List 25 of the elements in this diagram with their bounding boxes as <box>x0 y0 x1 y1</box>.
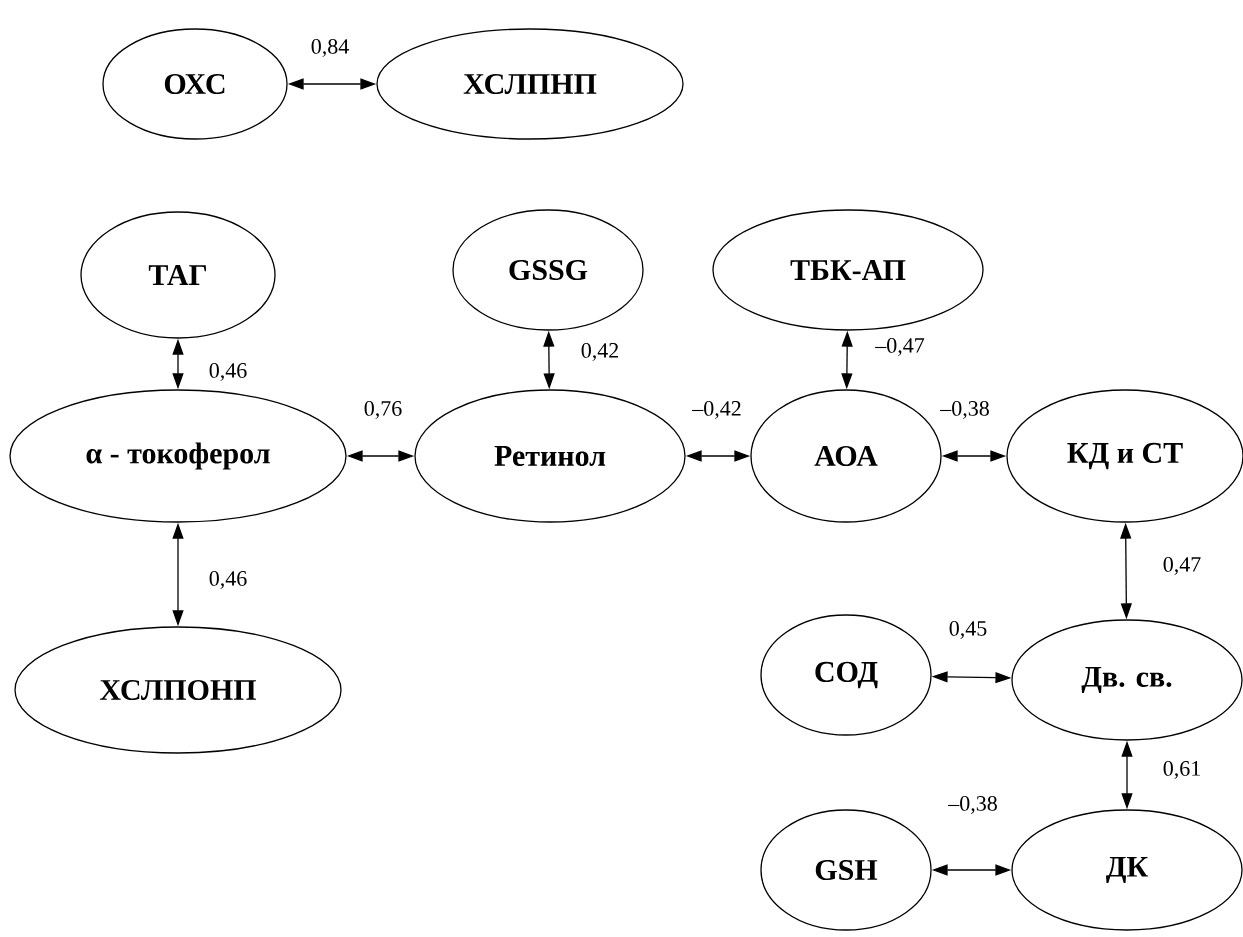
ellipse-node: ХСЛПНП <box>376 28 684 140</box>
ellipse-node: ТАГ <box>80 211 276 339</box>
edge-label: –0,42 <box>691 400 743 420</box>
ellipse-node: ХСЛПОНП <box>14 626 342 754</box>
ellipse-node: α - токоферол <box>9 389 347 523</box>
edge-label: 0,84 <box>309 38 351 58</box>
ellipse-node: Ретинол <box>414 389 686 523</box>
edge-label: –0,47 <box>874 337 926 357</box>
ellipse-node: ТБК-АП <box>712 209 984 331</box>
edge-label: 0,46 <box>207 362 249 382</box>
ellipse-node: ОХС <box>102 28 288 140</box>
ellipse-node: СОД <box>760 614 932 736</box>
edge-label: 0,61 <box>1161 760 1203 780</box>
ellipse-node: АОА <box>750 389 942 523</box>
edge-label: 0,76 <box>362 400 404 420</box>
edge-label: 0,47 <box>1161 556 1203 576</box>
ellipse-node: ДК <box>1011 809 1243 931</box>
edge-label: –0,38 <box>947 795 999 815</box>
edge-label: 0,46 <box>207 570 249 590</box>
edge-label: –0,38 <box>939 400 991 420</box>
ellipse-node: Дв. св. <box>1011 619 1243 741</box>
ellipse-node: GSH <box>760 809 932 931</box>
edge-label: 0,45 <box>947 620 989 640</box>
ellipse-node: GSSG <box>452 209 644 331</box>
edge-label: 0,42 <box>579 342 621 362</box>
